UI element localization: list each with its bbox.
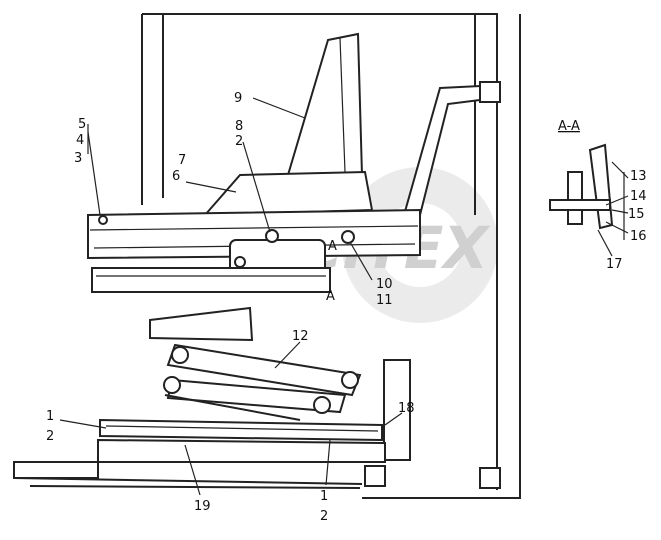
- pivot-1: [171, 346, 189, 364]
- callout-1-bottom: 1: [320, 489, 328, 504]
- leader-17: [597, 229, 613, 257]
- leader-15: [611, 209, 629, 214]
- background-frame: [141, 13, 521, 499]
- callout-7: 7: [178, 153, 186, 168]
- seat-bolt-3: [98, 215, 108, 225]
- backrest-seam: [339, 37, 346, 173]
- section-bolt: [549, 199, 611, 211]
- leader-lines: [59, 97, 403, 496]
- callout-19: 19: [194, 499, 211, 514]
- callout-2-left: 2: [46, 429, 54, 444]
- callout-1-left: 1: [46, 409, 54, 424]
- callout-15: 15: [628, 207, 645, 222]
- callout-16: 16: [630, 229, 647, 244]
- callout-14: 14: [630, 189, 647, 204]
- base-plate: [99, 418, 383, 442]
- leader-9: [252, 97, 306, 119]
- callout-13: 13: [630, 169, 647, 184]
- seat-cushion: [202, 170, 374, 217]
- section-marker-a-upper: A: [328, 239, 337, 254]
- leader-1-2-bottom: [325, 439, 331, 486]
- leader-16: [605, 221, 629, 234]
- floor-mat: [13, 461, 99, 479]
- leader-1-2-left: [59, 419, 107, 429]
- leader-19: [184, 444, 201, 496]
- rail: [91, 267, 331, 293]
- callouts: 5 4 3 8 2 7 6 9 A A 10 11 12 13 14 15 16…: [46, 91, 647, 524]
- bracket-pin: [234, 256, 246, 268]
- rear-bracket: [383, 359, 411, 461]
- frame-top-block: [479, 81, 501, 103]
- floor-line-2: [29, 485, 361, 489]
- pivot-3: [341, 371, 359, 389]
- leader-12: [274, 341, 301, 369]
- backrest: [286, 32, 364, 176]
- section-plate: [588, 143, 614, 230]
- leader-10-11: [349, 241, 373, 281]
- upper-lever: [149, 306, 254, 342]
- section-spacer: [567, 171, 583, 225]
- pivot-4: [313, 396, 331, 414]
- base: [13, 418, 386, 489]
- callout-8: 8: [235, 119, 243, 134]
- callout-9: 9: [234, 91, 242, 106]
- seat: [87, 170, 421, 275]
- frame-foot-block: [364, 465, 386, 487]
- leader-8: [242, 141, 271, 233]
- rail-body: [91, 267, 331, 293]
- backrest-body: [286, 32, 364, 176]
- callout-5: 5: [78, 117, 86, 132]
- floor-line: [13, 477, 363, 485]
- bolt-10: [341, 230, 355, 244]
- callout-10: 10: [376, 277, 393, 292]
- leader-3-5: [87, 131, 101, 216]
- pivot-2: [163, 376, 181, 394]
- leader-6-7: [185, 181, 237, 193]
- section-marker-a-lower: A: [326, 289, 335, 304]
- callout-3: 3: [74, 151, 82, 166]
- callout-18: 18: [398, 401, 415, 416]
- rear-bracket-body: [383, 359, 411, 461]
- leader-13: [611, 161, 629, 179]
- callout-11: 11: [376, 293, 393, 308]
- frame-top-right: [142, 13, 498, 490]
- link-bar: [164, 394, 301, 421]
- base-hatch: [105, 425, 379, 432]
- bolt-8: [265, 229, 279, 243]
- callout-17: 17: [606, 257, 623, 272]
- section-label: A-A: [558, 119, 580, 134]
- callout-12: 12: [292, 329, 309, 344]
- seat-pan: [87, 208, 421, 260]
- leader-18: [384, 412, 403, 426]
- callout-4: 4: [76, 133, 84, 148]
- seat-pan-line: [89, 225, 419, 231]
- section-a-a-detail: A-A: [549, 119, 629, 257]
- callout-2-upper: 2: [235, 134, 243, 149]
- frame-outer-right: [362, 14, 521, 499]
- base-frame: [97, 438, 386, 463]
- suspension-scissor: [149, 306, 362, 421]
- scissor-arm-1: [166, 343, 362, 397]
- callout-6: 6: [172, 169, 180, 184]
- frame-bottom-block: [479, 467, 501, 489]
- callout-2-bottom: 2: [320, 509, 328, 524]
